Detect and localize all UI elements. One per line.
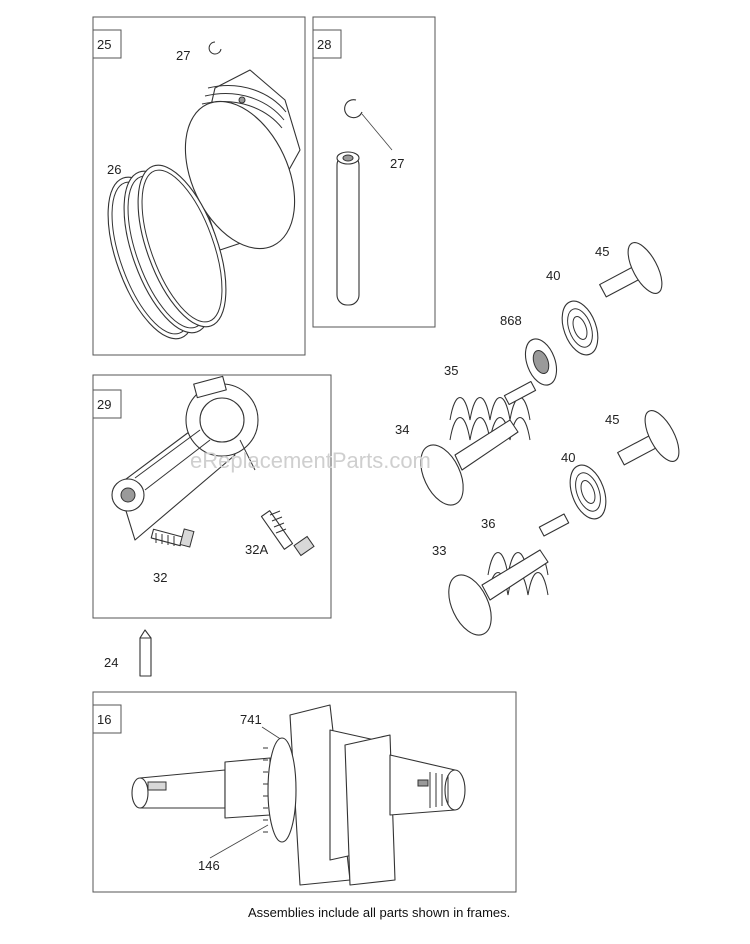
callout-32: 32 xyxy=(153,570,167,585)
callout-24: 24 xyxy=(104,655,118,670)
callout-33: 33 xyxy=(432,543,446,558)
frame-number-pin: 28 xyxy=(317,37,331,52)
watermark: eReplacementParts.com xyxy=(190,448,431,473)
frame-number-rod: 29 xyxy=(97,397,111,412)
intake-valve[interactable] xyxy=(440,549,549,642)
frame-connecting-rod-assembly[interactable]: 29 xyxy=(92,374,332,619)
callout-34: 34 xyxy=(395,422,409,437)
callout-40-lower: 40 xyxy=(561,450,575,465)
valve-retainer-lower[interactable] xyxy=(563,460,612,524)
callout-45-upper: 45 xyxy=(595,244,609,259)
callout-45-lower: 45 xyxy=(605,412,619,427)
callout-146: 146 xyxy=(198,858,220,873)
valve-seal[interactable] xyxy=(520,335,563,390)
piston-pin[interactable] xyxy=(336,151,360,306)
callout-27-pin: 27 xyxy=(390,156,404,171)
piston-retainer-ring[interactable] xyxy=(208,41,222,55)
piston[interactable] xyxy=(164,69,317,266)
rod-bolt-long[interactable] xyxy=(260,510,315,557)
callout-741: 741 xyxy=(240,712,262,727)
callout-35: 35 xyxy=(444,363,458,378)
frame-piston-assembly[interactable]: 25 xyxy=(92,16,306,356)
valve-lower[interactable] xyxy=(617,406,686,467)
piston-ring-set[interactable] xyxy=(90,154,244,350)
callout-36: 36 xyxy=(481,516,495,531)
exhaust-valve[interactable] xyxy=(412,419,519,512)
crankshaft-gear[interactable] xyxy=(263,737,297,843)
frame-number-piston: 25 xyxy=(97,37,111,52)
piston-pin-retainer[interactable] xyxy=(344,99,363,119)
valve-retainer-upper[interactable] xyxy=(555,296,604,360)
callout-868: 868 xyxy=(500,313,522,328)
callout-40-upper: 40 xyxy=(546,268,560,283)
rod-bolt[interactable] xyxy=(150,528,195,548)
dowel-pin[interactable] xyxy=(139,629,152,677)
frame-piston-pin-assembly[interactable]: 28 xyxy=(312,16,436,328)
frame-crankshaft-assembly[interactable]: 16 xyxy=(92,691,517,893)
frame-number-crank: 16 xyxy=(97,712,111,727)
callout-32a: 32A xyxy=(245,542,268,557)
callout-27-piston: 27 xyxy=(176,48,190,63)
callout-26-rings: 26 xyxy=(107,162,121,177)
crankshaft[interactable] xyxy=(131,704,466,886)
footnote: Assemblies include all parts shown in fr… xyxy=(248,905,510,920)
connecting-rod[interactable] xyxy=(111,375,259,541)
valve-upper[interactable] xyxy=(599,238,669,299)
